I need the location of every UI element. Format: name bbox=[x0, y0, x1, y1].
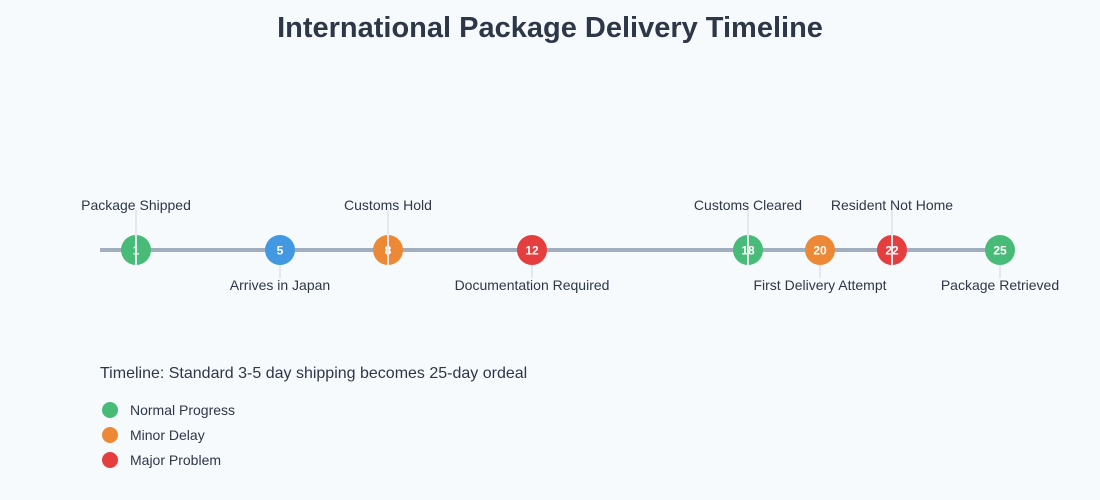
event-marker bbox=[265, 235, 295, 265]
event-marker bbox=[805, 235, 835, 265]
legend-label: Minor Delay bbox=[130, 427, 205, 443]
legend-label: Normal Progress bbox=[130, 402, 236, 418]
legend-swatch bbox=[102, 452, 118, 468]
event-day: 25 bbox=[993, 244, 1007, 258]
legend-label: Major Problem bbox=[130, 452, 222, 468]
event-label: Package Retrieved bbox=[941, 277, 1059, 293]
event-day: 12 bbox=[525, 244, 539, 258]
event-label: Package Shipped bbox=[81, 197, 191, 213]
event-label: First Delivery Attempt bbox=[753, 277, 886, 293]
page-title: International Package Delivery Timeline bbox=[277, 12, 823, 44]
legend-item: Minor Delay bbox=[102, 426, 205, 444]
legend-swatch bbox=[102, 402, 118, 418]
event-marker bbox=[517, 235, 547, 265]
event-label: Arrives in Japan bbox=[230, 277, 330, 293]
timeline-subtitle: Timeline: Standard 3-5 day shipping beco… bbox=[100, 365, 528, 382]
event-label: Documentation Required bbox=[455, 277, 610, 293]
legend-item: Normal Progress bbox=[102, 401, 235, 419]
event-day: 20 bbox=[813, 244, 827, 258]
event-day: 5 bbox=[277, 244, 284, 258]
event-label: Customs Hold bbox=[344, 197, 432, 213]
legend-swatch bbox=[102, 427, 118, 443]
legend-item: Major Problem bbox=[102, 451, 221, 469]
event-label: Customs Cleared bbox=[694, 197, 802, 213]
event-marker bbox=[985, 235, 1015, 265]
event-label: Resident Not Home bbox=[831, 197, 953, 213]
